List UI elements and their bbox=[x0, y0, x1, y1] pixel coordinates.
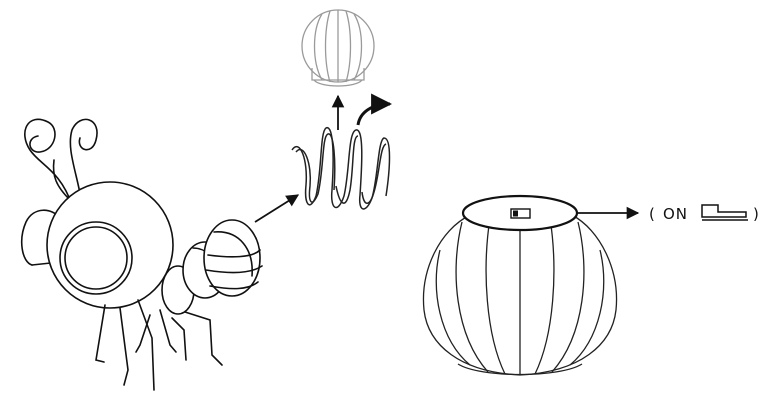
slide-switch-icon bbox=[511, 209, 530, 218]
callout-on-label: ON bbox=[663, 205, 688, 223]
switch-on-icon bbox=[702, 205, 748, 220]
arrow-ant-to-spring bbox=[255, 195, 298, 222]
ant-lamp-icon bbox=[22, 119, 262, 390]
callout-close-paren: ) bbox=[753, 205, 760, 223]
lantern-ball-icon bbox=[423, 215, 616, 375]
curved-rotate-arrow-icon bbox=[358, 104, 390, 125]
glass-globe-icon bbox=[302, 10, 374, 86]
spring-coil-icon bbox=[292, 128, 390, 209]
callout-open-paren: ( bbox=[649, 205, 656, 223]
